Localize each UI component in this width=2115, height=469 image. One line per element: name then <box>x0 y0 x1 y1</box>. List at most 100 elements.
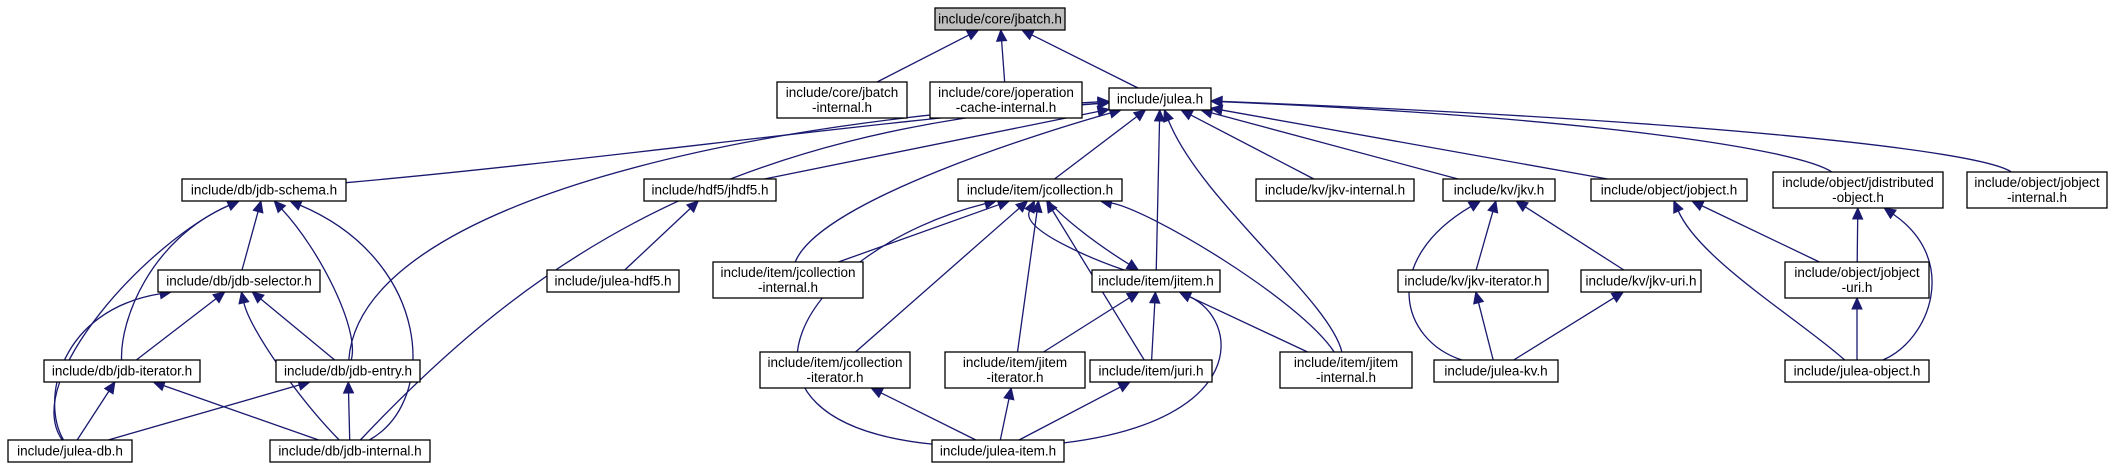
graph-nodes: include/core/jbatch.h include/core/jbatch… <box>7 7 2108 463</box>
node-jcollection-internal[interactable]: include/item/jcollection-internal.h <box>712 261 864 299</box>
edge-jdistributed_object-to-julea_object <box>1882 207 1933 361</box>
node-label: include/kv/jkv.h <box>1454 183 1545 198</box>
node-jdb-entry[interactable]: include/db/jdb-entry.h <box>275 359 421 383</box>
node-box <box>157 269 321 293</box>
node-label: include/object/jobject.h <box>1601 183 1738 198</box>
edge-arrowhead <box>1132 109 1147 122</box>
edge-line <box>1028 210 1125 271</box>
node-jhdf5[interactable]: include/hdf5/jhdf5.h <box>643 178 777 202</box>
node-jdistributed-object[interactable]: include/object/jdistributed-object.h <box>1772 171 1944 209</box>
edge-line <box>796 203 986 445</box>
node-jitem[interactable]: include/item/jitem.h <box>1091 269 1221 293</box>
node-julea-hdf5[interactable]: include/julea-hdf5.h <box>546 269 680 293</box>
node-label: include/julea-kv.h <box>1444 364 1547 379</box>
node-box <box>1091 269 1221 293</box>
node-jkv-internal[interactable]: include/kv/jkv-internal.h <box>1255 178 1415 202</box>
edge-line <box>1221 101 1833 173</box>
node-julea-db[interactable]: include/julea-db.h <box>7 439 133 463</box>
edge-jdb_selector-to-jdb_entry <box>251 291 336 361</box>
node-box <box>776 81 908 119</box>
node-label: include/object/jdistributed <box>1782 175 1934 190</box>
node-jdb-iterator[interactable]: include/db/jdb-iterator.h <box>43 359 201 383</box>
edge-jkv-to-jkv_iterator <box>1475 199 1499 271</box>
edge-jdb_entry-to-julea_db <box>108 379 311 441</box>
node-label: -internal.h <box>1316 370 1376 385</box>
edge-jdb_iterator-to-julea_db <box>76 380 116 441</box>
node-jitem-internal[interactable]: include/item/jitem-internal.h <box>1279 351 1413 389</box>
edge-jdb_schema-to-jdb_selector <box>241 199 264 271</box>
edge-line <box>1063 296 1222 444</box>
node-label: include/julea-db.h <box>17 444 123 459</box>
edge-jkv-to-jkv_uri <box>1515 200 1625 271</box>
edge-arrowhead <box>1473 290 1485 305</box>
edge-arrowhead <box>1209 95 1223 108</box>
node-label: -internal.h <box>812 100 872 115</box>
edge-line <box>348 101 1099 361</box>
edge-line <box>281 208 354 361</box>
node-julea[interactable]: include/julea.h <box>1108 87 1212 111</box>
node-jcollection[interactable]: include/item/jcollection.h <box>957 178 1123 202</box>
edge-arrowhead <box>273 200 287 214</box>
node-jdb-selector[interactable]: include/db/jdb-selector.h <box>157 269 321 293</box>
node-box <box>1089 359 1213 383</box>
node-label: include/julea.h <box>1117 92 1203 107</box>
node-juri[interactable]: include/item/juri.h <box>1089 359 1213 383</box>
edge-line <box>1167 119 1343 353</box>
edge-arrowhead <box>1015 200 1029 213</box>
node-jcollection-iterator[interactable]: include/item/jcollection-iterator.h <box>759 351 911 389</box>
edge-arrowhead <box>1097 97 1111 110</box>
node-julea-object[interactable]: include/julea-object.h <box>1784 359 1930 383</box>
edge-arrowhead <box>965 29 980 41</box>
node-label: include/core/joperation <box>938 85 1074 100</box>
edge-arrowhead <box>1117 381 1132 393</box>
node-jkv-iterator[interactable]: include/kv/jkv-iterator.h <box>1397 269 1549 293</box>
edge-arrowhead <box>1851 206 1864 220</box>
edge-arrowhead <box>252 199 264 214</box>
node-joperation-cache[interactable]: include/core/joperation-cache-internal.h <box>929 81 1083 119</box>
node-jbatch[interactable]: include/core/jbatch.h <box>934 7 1066 31</box>
edge-jdb_schema-to-jdb_entry <box>273 200 354 361</box>
edge-line <box>1111 202 1335 353</box>
edge-julea-to-jobject <box>1209 104 1608 180</box>
node-jkv[interactable]: include/kv/jkv.h <box>1442 178 1556 202</box>
edge-line <box>347 392 351 441</box>
edge-line <box>1018 386 1121 441</box>
edge-jcollection_iterator-to-julea_item <box>870 387 977 441</box>
node-jobject[interactable]: include/object/jobject.h <box>1590 178 1748 202</box>
node-box <box>957 178 1123 202</box>
edge-line <box>1408 206 1472 361</box>
node-label: include/object/jobject <box>1794 265 1920 280</box>
edge-jobject-to-julea_object <box>1673 199 1846 361</box>
edge-line <box>999 398 1010 441</box>
node-jobject-uri[interactable]: include/object/jobject-uri.h <box>1784 261 1930 299</box>
node-jobject-internal[interactable]: include/object/jobject-internal.h <box>1966 171 2108 209</box>
edge-line <box>53 204 230 441</box>
edge-arrowhead <box>1153 108 1166 122</box>
node-julea-kv[interactable]: include/julea-kv.h <box>1433 359 1559 383</box>
edge-arrowhead <box>238 290 250 305</box>
node-jdb-schema[interactable]: include/db/jdb-schema.h <box>181 178 347 202</box>
edge-line <box>1477 302 1494 361</box>
node-julea-item[interactable]: include/julea-item.h <box>931 439 1065 463</box>
edge-line <box>108 384 300 441</box>
node-label: include/core/jbatch <box>786 85 899 100</box>
edge-jdb_entry-to-jdb_internal <box>342 380 355 441</box>
edge-line <box>855 207 1020 353</box>
node-label: include/db/jdb-internal.h <box>278 444 421 459</box>
node-box <box>931 439 1065 463</box>
node-jkv-uri[interactable]: include/kv/jkv-uri.h <box>1580 269 1702 293</box>
edge-line <box>1221 109 1608 180</box>
node-jbatch-internal[interactable]: include/core/jbatch-internal.h <box>776 81 908 119</box>
node-label: include/db/jdb-iterator.h <box>52 364 192 379</box>
node-box <box>1279 351 1413 389</box>
node-label: include/julea-hdf5.h <box>554 274 671 289</box>
node-jitem-iterator[interactable]: include/item/jitem-iterator.h <box>944 351 1086 389</box>
edge-julea-to-jkv_internal <box>1180 109 1315 180</box>
node-jdb-internal[interactable]: include/db/jdb-internal.h <box>269 439 431 463</box>
edge-jcollection-to-jcollection_internal <box>838 199 1011 263</box>
edge-jcollection-to-julea_item <box>796 198 998 445</box>
node-box <box>275 359 421 383</box>
edge-line <box>359 102 1099 441</box>
edge-jitem-to-jcollection <box>1048 200 1140 271</box>
edge-arrowhead <box>1046 199 1058 214</box>
